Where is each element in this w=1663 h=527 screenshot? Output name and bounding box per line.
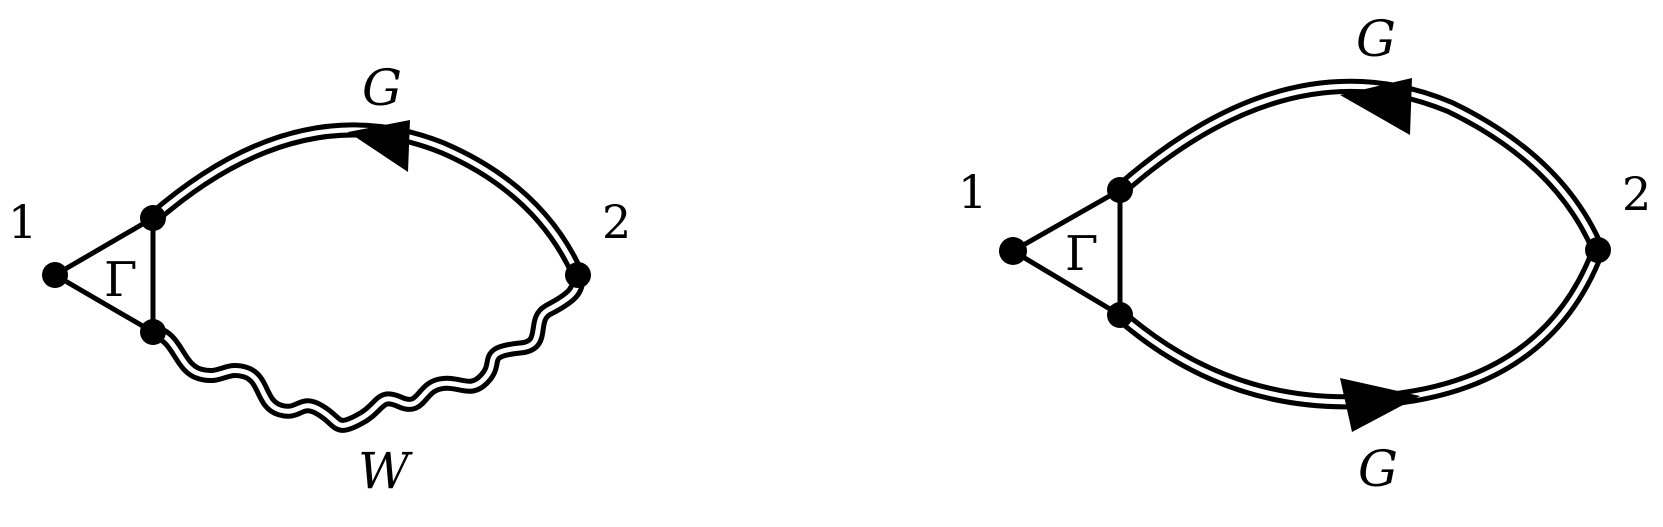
right-vertex-dot-1 [999, 237, 1027, 265]
left-propagator-arrow [348, 120, 410, 172]
left-diagram: 1 Γ 2 G W [8, 59, 631, 500]
left-interaction-w [151, 274, 586, 433]
right-propagator-top-arrow [1340, 78, 1412, 135]
right-vertex-dot-2 [1585, 237, 1611, 263]
right-label-2: 2 [1622, 167, 1651, 221]
right-propagator-bottom-arrow [1340, 378, 1420, 432]
right-vertex-dot-top [1107, 177, 1133, 203]
left-vertex-dot-top [140, 205, 166, 231]
right-label-1: 1 [958, 165, 987, 219]
right-label-g-top: G [1356, 10, 1396, 68]
right-label-g-bottom: G [1358, 440, 1398, 498]
left-vertex-triangle [52, 215, 156, 335]
right-diagram: 1 Γ 2 G G [958, 10, 1651, 498]
left-vertex-dot-2 [565, 262, 591, 288]
right-vertex-dot-bottom [1107, 302, 1133, 328]
left-vertex-dot-1 [42, 262, 68, 288]
left-label-2: 2 [602, 195, 631, 249]
right-label-gamma: Γ [1065, 226, 1098, 282]
left-label-g: G [362, 59, 402, 117]
left-label-w: W [358, 442, 413, 500]
right-propagator-g-top [1115, 78, 1605, 253]
left-label-1: 1 [8, 195, 37, 249]
left-vertex-dot-bottom [140, 319, 166, 345]
left-label-gamma: Γ [104, 252, 137, 308]
right-propagator-g-bottom [1115, 247, 1606, 410]
right-vertex-triangle [1010, 187, 1123, 318]
left-propagator-g [148, 122, 585, 279]
